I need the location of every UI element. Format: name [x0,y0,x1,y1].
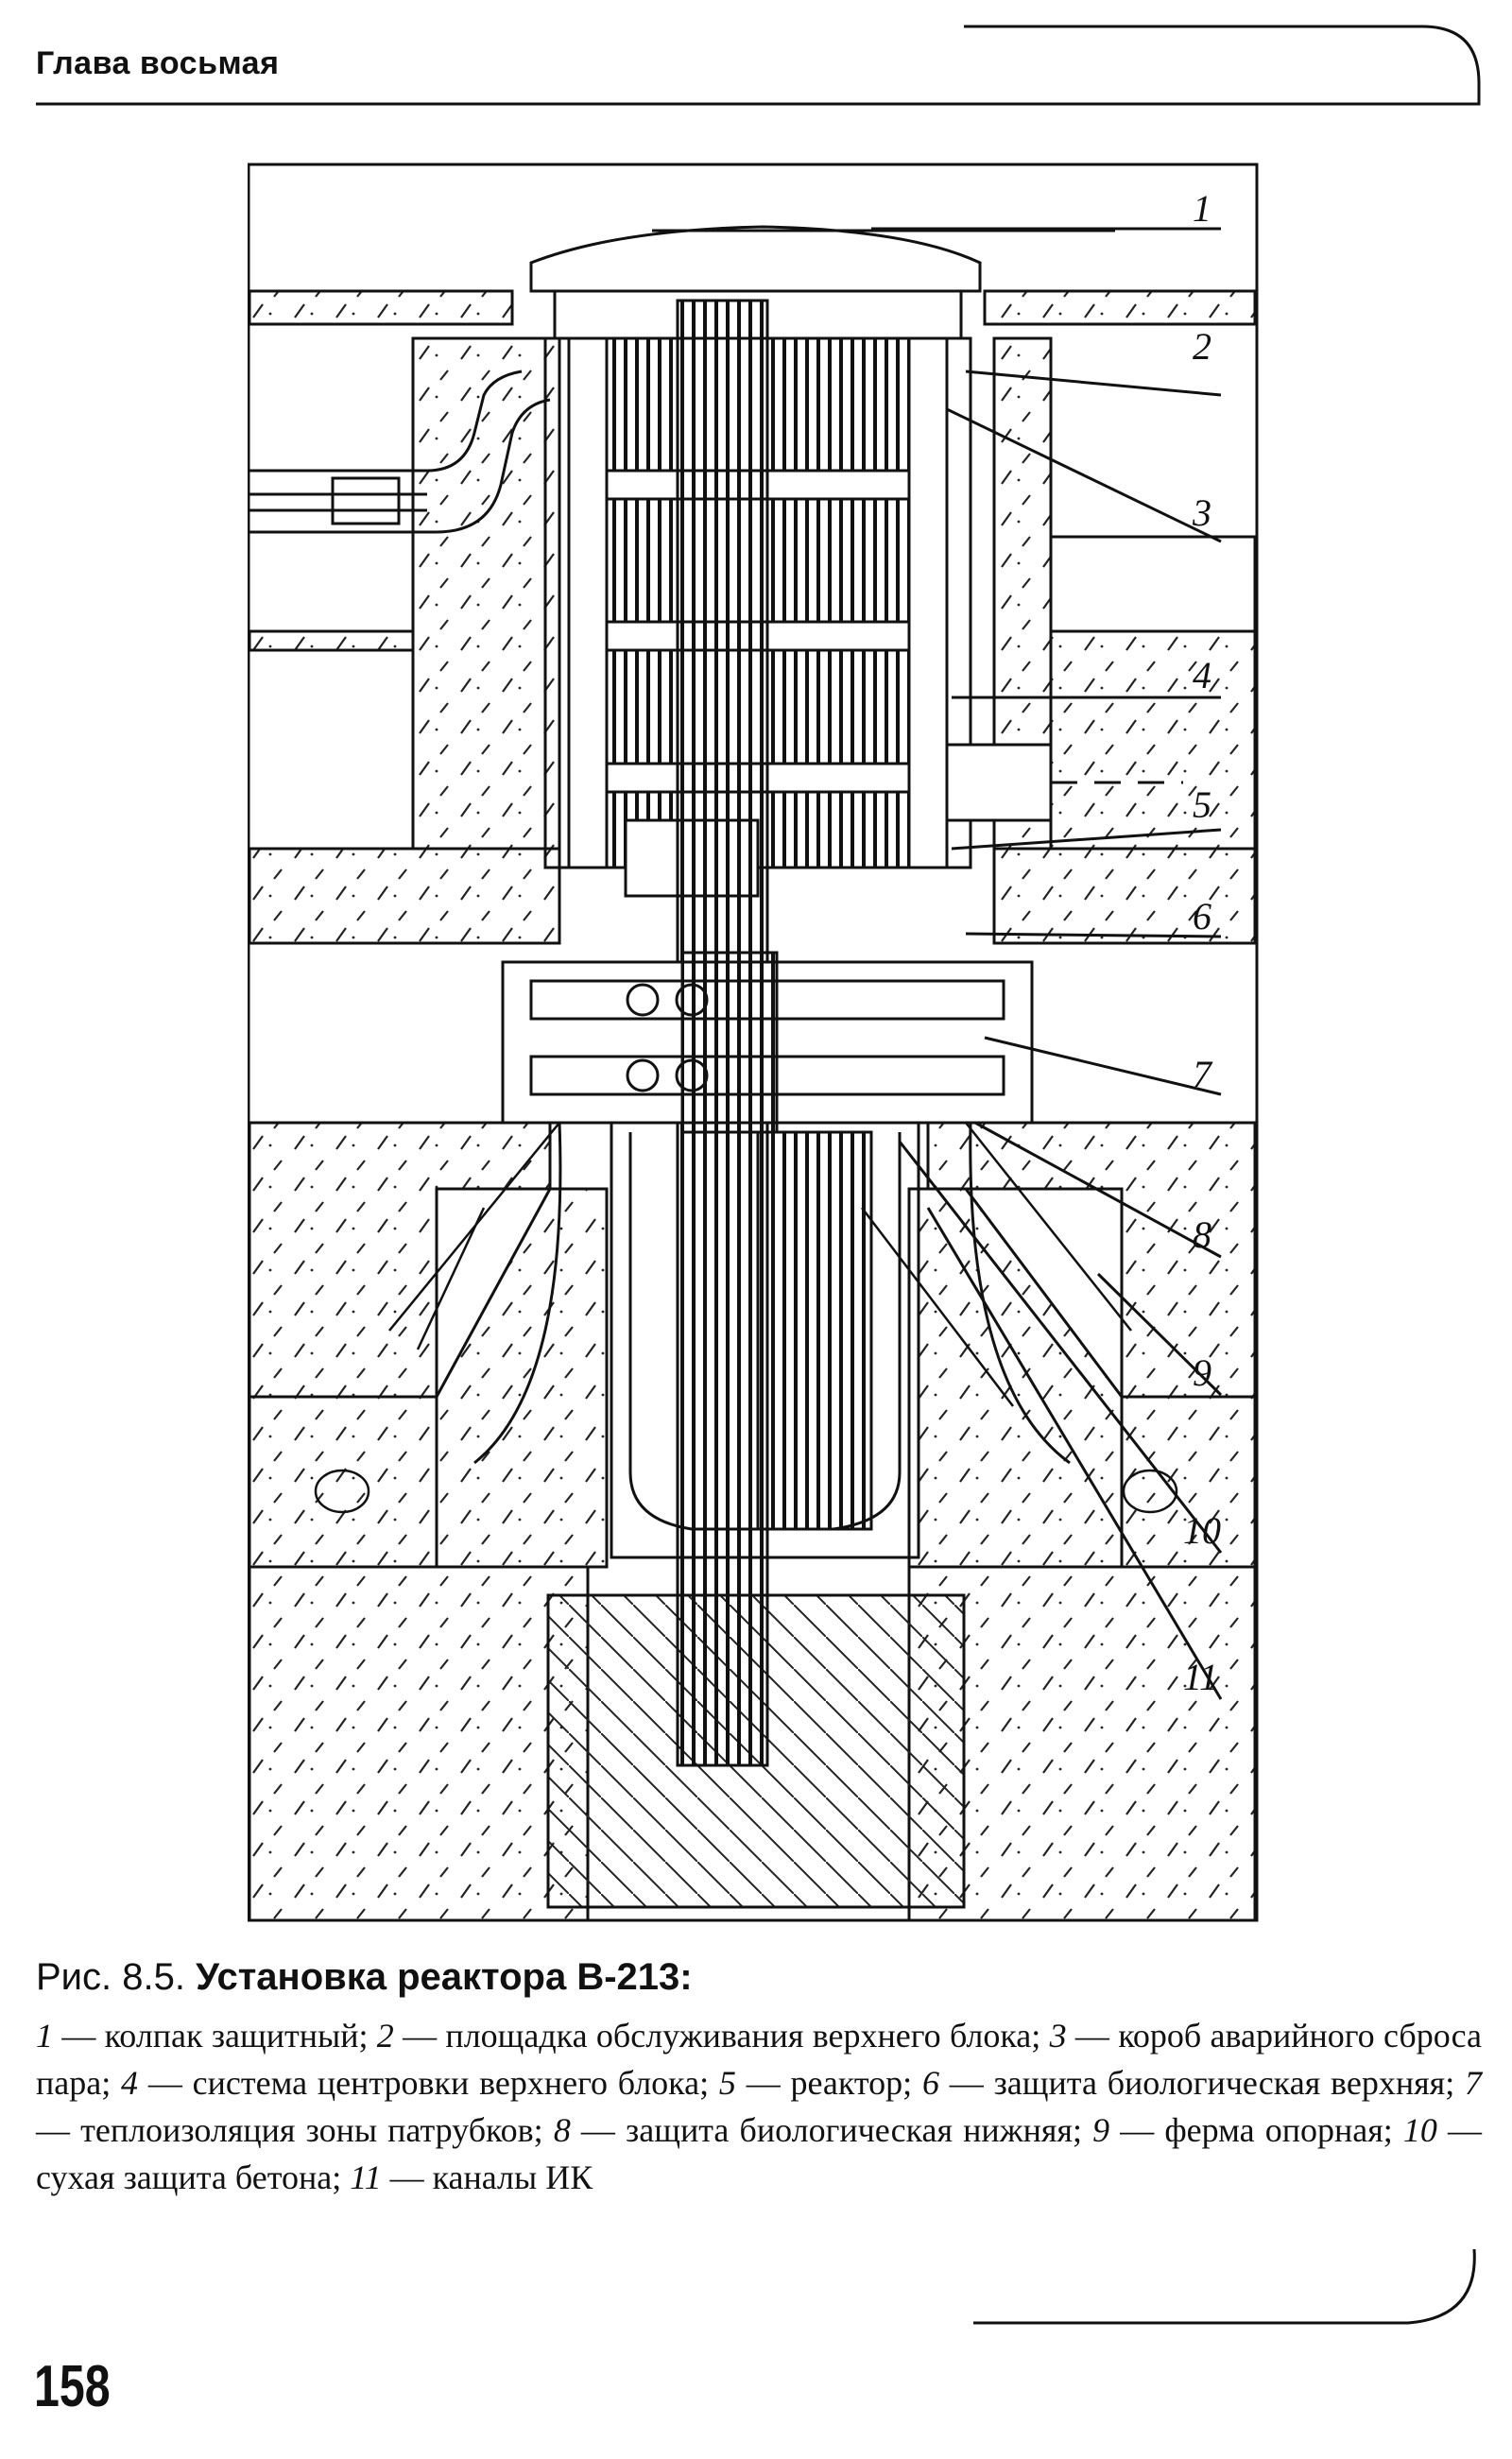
legend-num: 3 [1049,2017,1067,2055]
legend-item: 10 — сухая защита бетона; [36,2111,1483,2196]
legend-item: 8 — защита биологическая нижняя; [553,2111,1093,2149]
callout-8: 8 [1193,1213,1211,1256]
legend-item: 6 — защита биологическая верхняя; [921,2064,1466,2102]
callout-5: 5 [1193,783,1211,826]
callout-leaders [871,227,1223,1700]
legend-num: 5 [718,2064,736,2102]
caption-title: Рис. 8.5. Установка реактора В-213: [36,1956,1482,1999]
legend-num: 6 [921,2064,939,2102]
chapter-title: Глава восьмая [36,45,280,81]
caption-name: Установка реактора В-213: [196,1956,693,1998]
legend-item: 11 — каналы ИК [350,2158,593,2196]
page-number: 158 [34,2354,111,2419]
legend-item: 3 — короб аварийного сброса пара; [36,2017,1482,2102]
reactor-installation-figure: 1 2 3 4 5 6 7 8 9 10 11 [248,163,1259,1922]
caption-legend: 1 — колпак защитный; 2 — площадка обслуж… [36,2012,1482,2201]
legend-num: 4 [121,2064,139,2102]
figure-caption: Рис. 8.5. Установка реактора В-213: 1 — … [36,1956,1482,2201]
callout-6: 6 [1193,895,1211,937]
callout-7: 7 [1193,1053,1213,1095]
support-truss [314,1122,1178,1514]
drawing-frame [248,163,1259,1922]
legend-num: 9 [1092,2111,1110,2149]
header-rule [36,25,1481,106]
callout-9: 9 [1193,1351,1211,1394]
legend-item: 1 — колпак защитный; [36,2017,377,2055]
footer-rule [973,2249,1476,2325]
steam-dump-duct [249,370,551,534]
nozzle-zone [501,951,1034,1134]
legend-num: 11 [350,2158,382,2196]
legend-item: 4 — система центровки верхнего блока; [121,2064,719,2102]
legend-item: 7 — теплоизоляция зоны патрубков; [36,2064,1483,2149]
concrete-shaft [248,289,1257,1922]
legend-item: 2 — площадка обслуживания верхнего блока… [376,2017,1050,2055]
legend-item: 9 — ферма опорная; [1092,2111,1403,2149]
legend-num: 7 [1465,2064,1483,2102]
legend-num: 8 [553,2111,571,2149]
reactor-vessel [473,1122,1071,1559]
legend-num: 2 [376,2017,394,2055]
caption-prefix: Рис. 8.5. [36,1956,185,1998]
callout-11: 11 [1183,1656,1218,1698]
legend-item: 5 — реактор; [718,2064,922,2102]
callout-3: 3 [1192,491,1211,534]
legend-num: 10 [1402,2111,1437,2149]
callout-1: 1 [1193,187,1211,230]
callout-4: 4 [1193,654,1211,696]
callout-2: 2 [1193,325,1211,368]
callout-10: 10 [1183,1509,1221,1552]
legend-num: 1 [36,2017,53,2055]
